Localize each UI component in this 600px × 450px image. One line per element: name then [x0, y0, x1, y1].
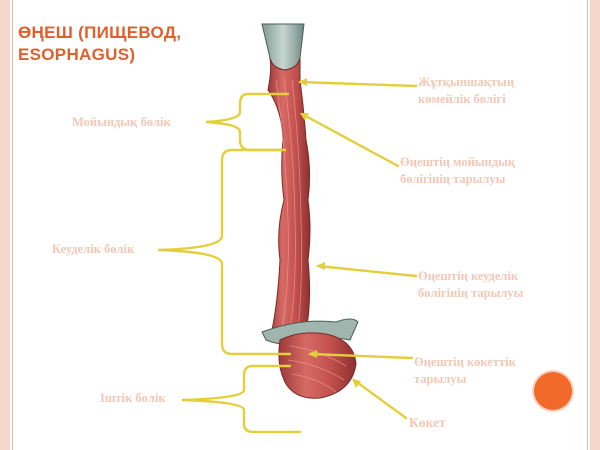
- pointer-diaphragm-narrowing: [308, 352, 414, 360]
- pointer-lines: [298, 80, 418, 420]
- bracket-neck: [205, 92, 290, 152]
- label-chest-part: Кеуделік бөлік: [52, 242, 135, 256]
- pointer-diaphragm: [352, 378, 408, 420]
- label-neck-part: Мойындық бөлік: [72, 115, 171, 129]
- label-pharynx-part: Жұтқыншақтың көмейлік бөлігі: [418, 75, 515, 106]
- label-chest-narrowing: Өңештің кеуделік бөлігінің тарылуы: [418, 269, 524, 300]
- bracket-lines: [157, 92, 302, 434]
- slide-title: ӨҢЕШ (ПИЩЕВОД, ESOPHAGUS): [18, 23, 182, 64]
- slide-frame-left-line: [12, 0, 13, 450]
- label-diaphragm: Көкет: [409, 415, 446, 430]
- label-diaphragm-narrowing: Өңештің көкеттік тарылуы: [414, 355, 516, 386]
- accent-dot: [534, 372, 572, 410]
- esophagus-tube: [267, 57, 311, 333]
- stomach-shape: [278, 332, 357, 399]
- muscle-fibres: [275, 77, 302, 331]
- slide-frame-left: [0, 0, 10, 450]
- label-neck-narrowing: Өңештің мойындық бөлігінің тарылуы: [400, 155, 516, 186]
- pointer-chest-narrowing: [316, 264, 418, 278]
- slide-frame-right: [590, 0, 600, 450]
- label-abdominal-part: Іштік бөлік: [100, 391, 166, 405]
- pointer-arrowheads: [298, 78, 361, 388]
- bracket-chest: [157, 148, 292, 356]
- bracket-abdominal: [181, 364, 302, 434]
- pointer-pharynx: [298, 80, 418, 88]
- pointer-neck-narrowing: [300, 112, 400, 168]
- stomach-fibres: [287, 345, 347, 393]
- slide-frame-right-line: [587, 0, 588, 450]
